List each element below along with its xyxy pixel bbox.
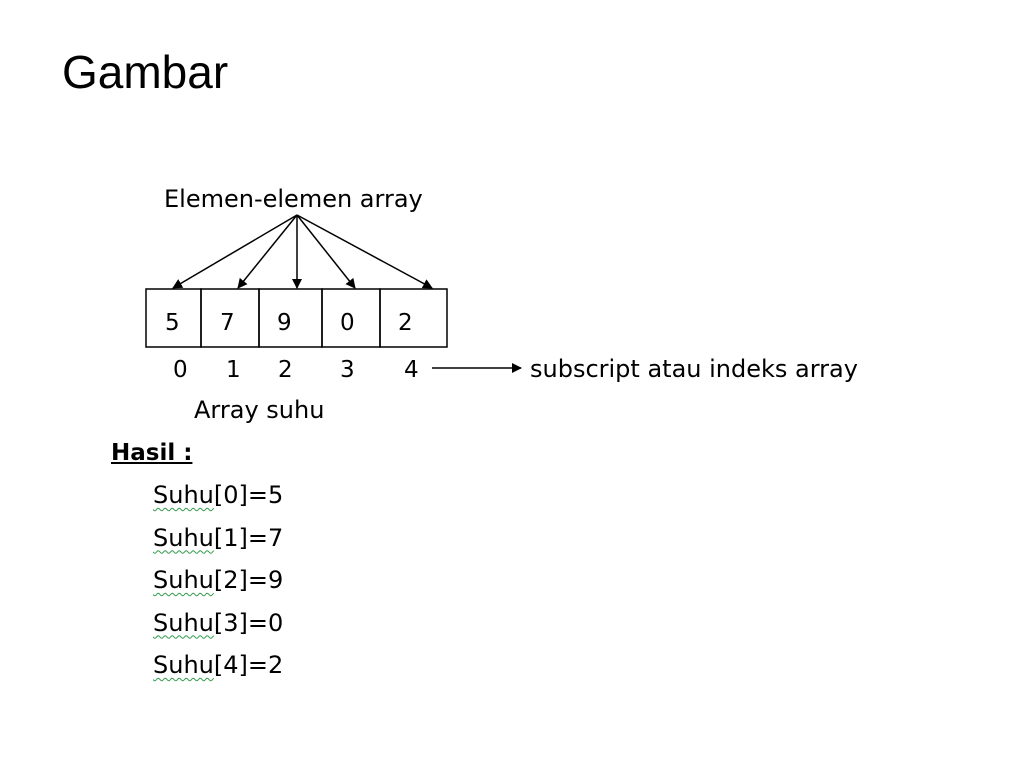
array-cell-value: 5	[165, 310, 180, 336]
result-line-value: [0]=5	[213, 481, 284, 509]
result-line: Suhu[4]=2	[153, 644, 283, 687]
result-line: Suhu[2]=9	[153, 559, 283, 602]
element-arrow-1	[237, 214, 298, 289]
array-index: 0	[173, 357, 188, 383]
array-index: 2	[278, 357, 293, 383]
result-list: Suhu[0]=5 Suhu[1]=7 Suhu[2]=9 Suhu[3]=0 …	[153, 474, 283, 687]
result-line-value: [2]=9	[213, 566, 284, 594]
array-cell-value: 2	[398, 310, 413, 336]
element-arrow-3	[296, 214, 356, 289]
result-line-name: Suhu	[153, 608, 214, 637]
result-line-value: [3]=0	[213, 608, 284, 637]
array-index: 3	[340, 357, 355, 383]
element-arrow-0	[172, 214, 298, 289]
result-line: Suhu[3]=0	[153, 602, 283, 645]
result-line-name: Suhu	[153, 651, 214, 679]
result-heading: Hasil :	[111, 440, 193, 466]
result-line-value: [1]=7	[213, 523, 284, 552]
element-arrow-4	[296, 214, 433, 289]
array-indices: 0 1 2 3 4	[173, 357, 419, 383]
slide-title: Gambar	[62, 46, 229, 98]
array-caption: Array suhu	[194, 396, 324, 424]
array-cell-value: 7	[220, 310, 235, 336]
result-line-value: [4]=2	[213, 651, 284, 679]
array-cells: 5 7 9 0 2	[145, 288, 448, 348]
result-line-name: Suhu	[153, 566, 214, 594]
array-cell-value: 9	[277, 310, 292, 336]
result-line: Suhu[1]=7	[153, 517, 283, 560]
array-index: 1	[226, 357, 241, 383]
elements-label: Elemen-elemen array	[164, 185, 423, 213]
result-line-name: Suhu	[153, 481, 214, 509]
element-arrows	[172, 214, 433, 289]
array-index: 4	[404, 357, 419, 383]
array-diagram: Elemen-elemen array 5 7 9 0 2 0 1 2 3 4 …	[145, 185, 858, 424]
result-section: Hasil : Suhu[0]=5 Suhu[1]=7 Suhu[2]=9 Su…	[111, 436, 283, 687]
result-line-name: Suhu	[153, 523, 214, 552]
result-line: Suhu[0]=5	[153, 474, 283, 517]
array-cell-value: 0	[340, 310, 355, 336]
index-label: subscript atau indeks array	[530, 355, 858, 383]
array-cell-box	[379, 288, 448, 348]
